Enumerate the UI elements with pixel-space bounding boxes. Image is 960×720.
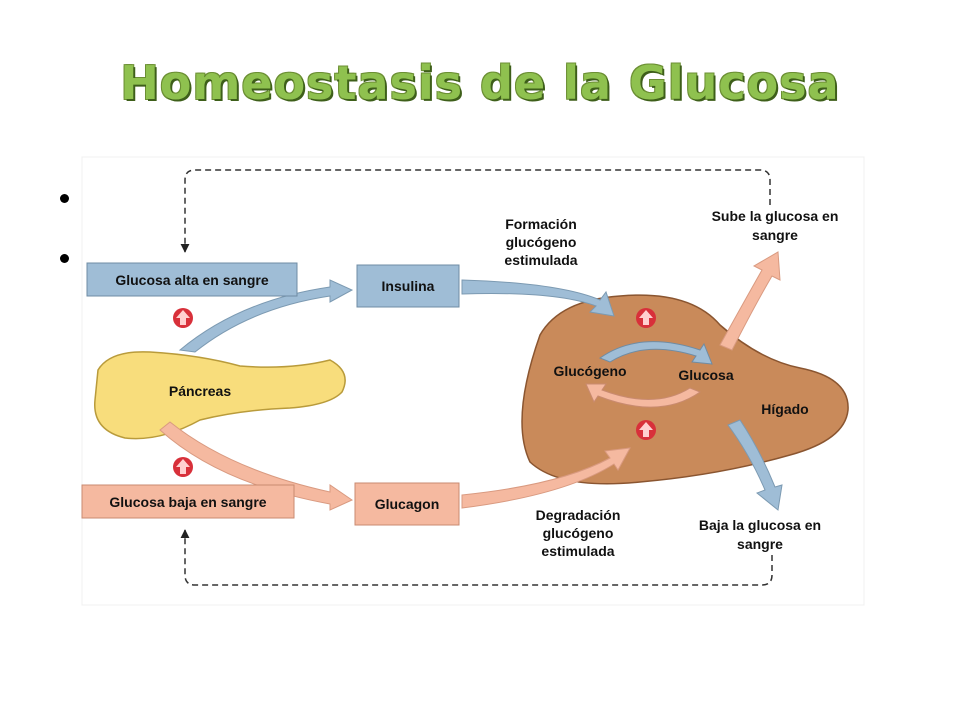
glycogen-formation-line3: estimulada [504,252,577,268]
glucagon-label: Glucagon [375,496,440,512]
glycogen-breakdown-line2: glucógeno [543,525,614,541]
top-feedback-loop [180,169,771,253]
insulin-label: Insulina [382,278,435,294]
increase-icon [636,308,656,328]
liver-release-arrow [719,251,781,351]
glycogen-to-glucose-arrow [598,341,713,365]
liver-label: Hígado [761,401,808,417]
glucose-label: Glucosa [678,367,733,383]
increase-icon [173,457,193,477]
increase-icon [636,420,656,440]
page-title: Homeostasis de la Glucosa [120,56,840,110]
high-glucose-label: Glucosa alta en sangre [115,272,268,288]
glycogen-label: Glucógeno [553,363,626,379]
raises-glucose-line1: Sube la glucosa en [712,208,839,224]
high-glucose-box [86,262,298,297]
lowers-glucose-line2: sangre [737,536,783,552]
bullet-point [60,254,69,263]
raises-glucose-line2: sangre [752,227,798,243]
bullet-point [60,194,69,203]
pancreas-to-glucagon-arrow [159,421,354,511]
insulin-box [356,264,460,308]
pancreas-to-insulin-arrow [178,279,354,353]
glycogen-breakdown-line3: estimulada [541,543,614,559]
lowers-glucose-line1: Baja la glucosa en [699,517,821,533]
increase-icon [173,308,193,328]
pancreas-label: Páncreas [169,383,231,399]
low-glucose-box [81,484,295,519]
glucagon-box [354,482,460,526]
low-glucose-label: Glucosa baja en sangre [109,494,266,510]
glucose-to-glycogen-arrow [585,383,702,408]
glycogen-formation-line1: Formación [505,216,577,232]
bottom-feedback-loop [180,529,773,586]
glycogen-breakdown-line1: Degradación [536,507,621,523]
glucagon-to-liver-arrow [461,447,631,509]
insulin-to-liver-arrow [461,279,615,317]
pancreas-shape [94,351,346,440]
glycogen-formation-line2: glucógeno [506,234,577,250]
liver-uptake-arrow [727,419,783,511]
liver-shape [521,294,849,485]
